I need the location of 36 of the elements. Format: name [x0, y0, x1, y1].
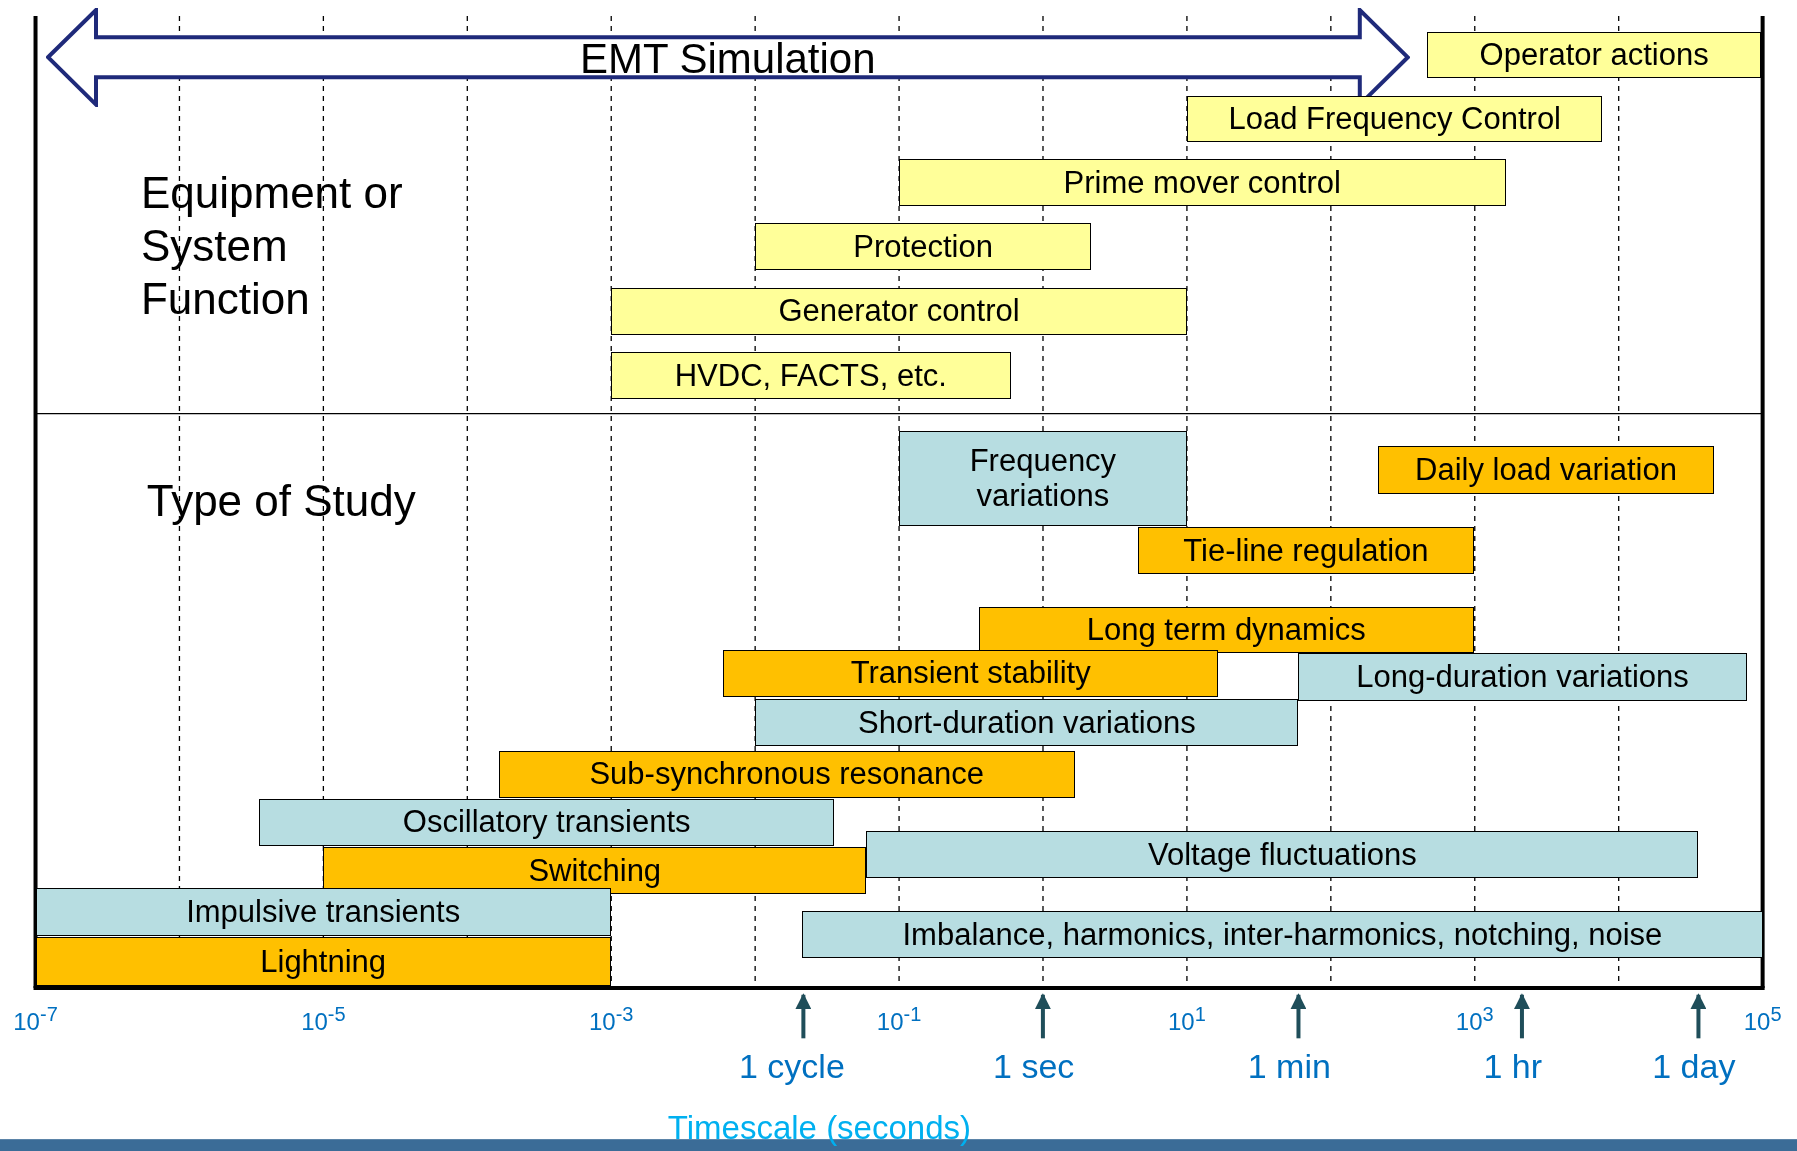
- tick-label: 10$^{-1}$: [876, 1002, 922, 1036]
- timescale-bar: Imbalance, harmonics, inter-harmonics, notching, noise: [802, 911, 1763, 959]
- timescale-bar: Load Frequency Control: [1187, 96, 1603, 143]
- tick-label: 10$^{-5}$: [301, 1002, 346, 1036]
- section-heading: Equipment or System Function: [140, 167, 404, 325]
- timescale-bar: Voltage fluctuations: [866, 830, 1699, 878]
- time-marker-label: 1 min: [1247, 1047, 1331, 1087]
- axis-title: Timescale (seconds): [667, 1109, 972, 1148]
- tick-label: 10$^{-7}$: [13, 1002, 58, 1036]
- timescale-bar: Short-duration variations: [755, 699, 1299, 747]
- timescale-bar: Switching: [323, 846, 867, 894]
- time-marker-label: 1 sec: [993, 1047, 1075, 1087]
- timescale-bar: HVDC, FACTS, etc.: [610, 351, 1011, 399]
- time-marker-label: 1 cycle: [739, 1047, 845, 1087]
- timescale-bar: Protection: [755, 223, 1091, 271]
- tick-label: 10$^{3}$: [1455, 1002, 1494, 1036]
- section-heading: Type of Study: [146, 475, 416, 526]
- tick-label: 10$^{5}$: [1743, 1002, 1782, 1036]
- timescale-bar: Oscillatory transients: [259, 798, 835, 846]
- timescale-bar: Transient stability: [723, 649, 1219, 697]
- timescale-bar: Daily load variation: [1377, 445, 1715, 494]
- timescale-bar: Tie-line regulation: [1138, 527, 1474, 575]
- timescale-bar: Prime mover control: [898, 159, 1506, 207]
- timescale-bar: Frequency variations: [898, 430, 1188, 526]
- timescale-bar: Long term dynamics: [978, 607, 1474, 654]
- timescale-bar: Impulsive transients: [35, 888, 611, 937]
- timescale-bar: Long-duration variations: [1298, 653, 1747, 702]
- timescale-bar: Generator control: [610, 287, 1188, 335]
- tick-label: 10$^{1}$: [1168, 1002, 1206, 1036]
- time-marker-label: 1 day: [1652, 1047, 1736, 1087]
- timescale-bar: Lightning: [35, 937, 611, 986]
- node-label: EMT Simulation: [578, 35, 877, 84]
- timescale-bar: Operator actions: [1426, 32, 1762, 78]
- time-marker-label: 1 hr: [1483, 1047, 1543, 1087]
- timescale-bar: Sub-synchronous resonance: [498, 750, 1075, 798]
- tick-label: 10$^{-3}$: [588, 1002, 634, 1036]
